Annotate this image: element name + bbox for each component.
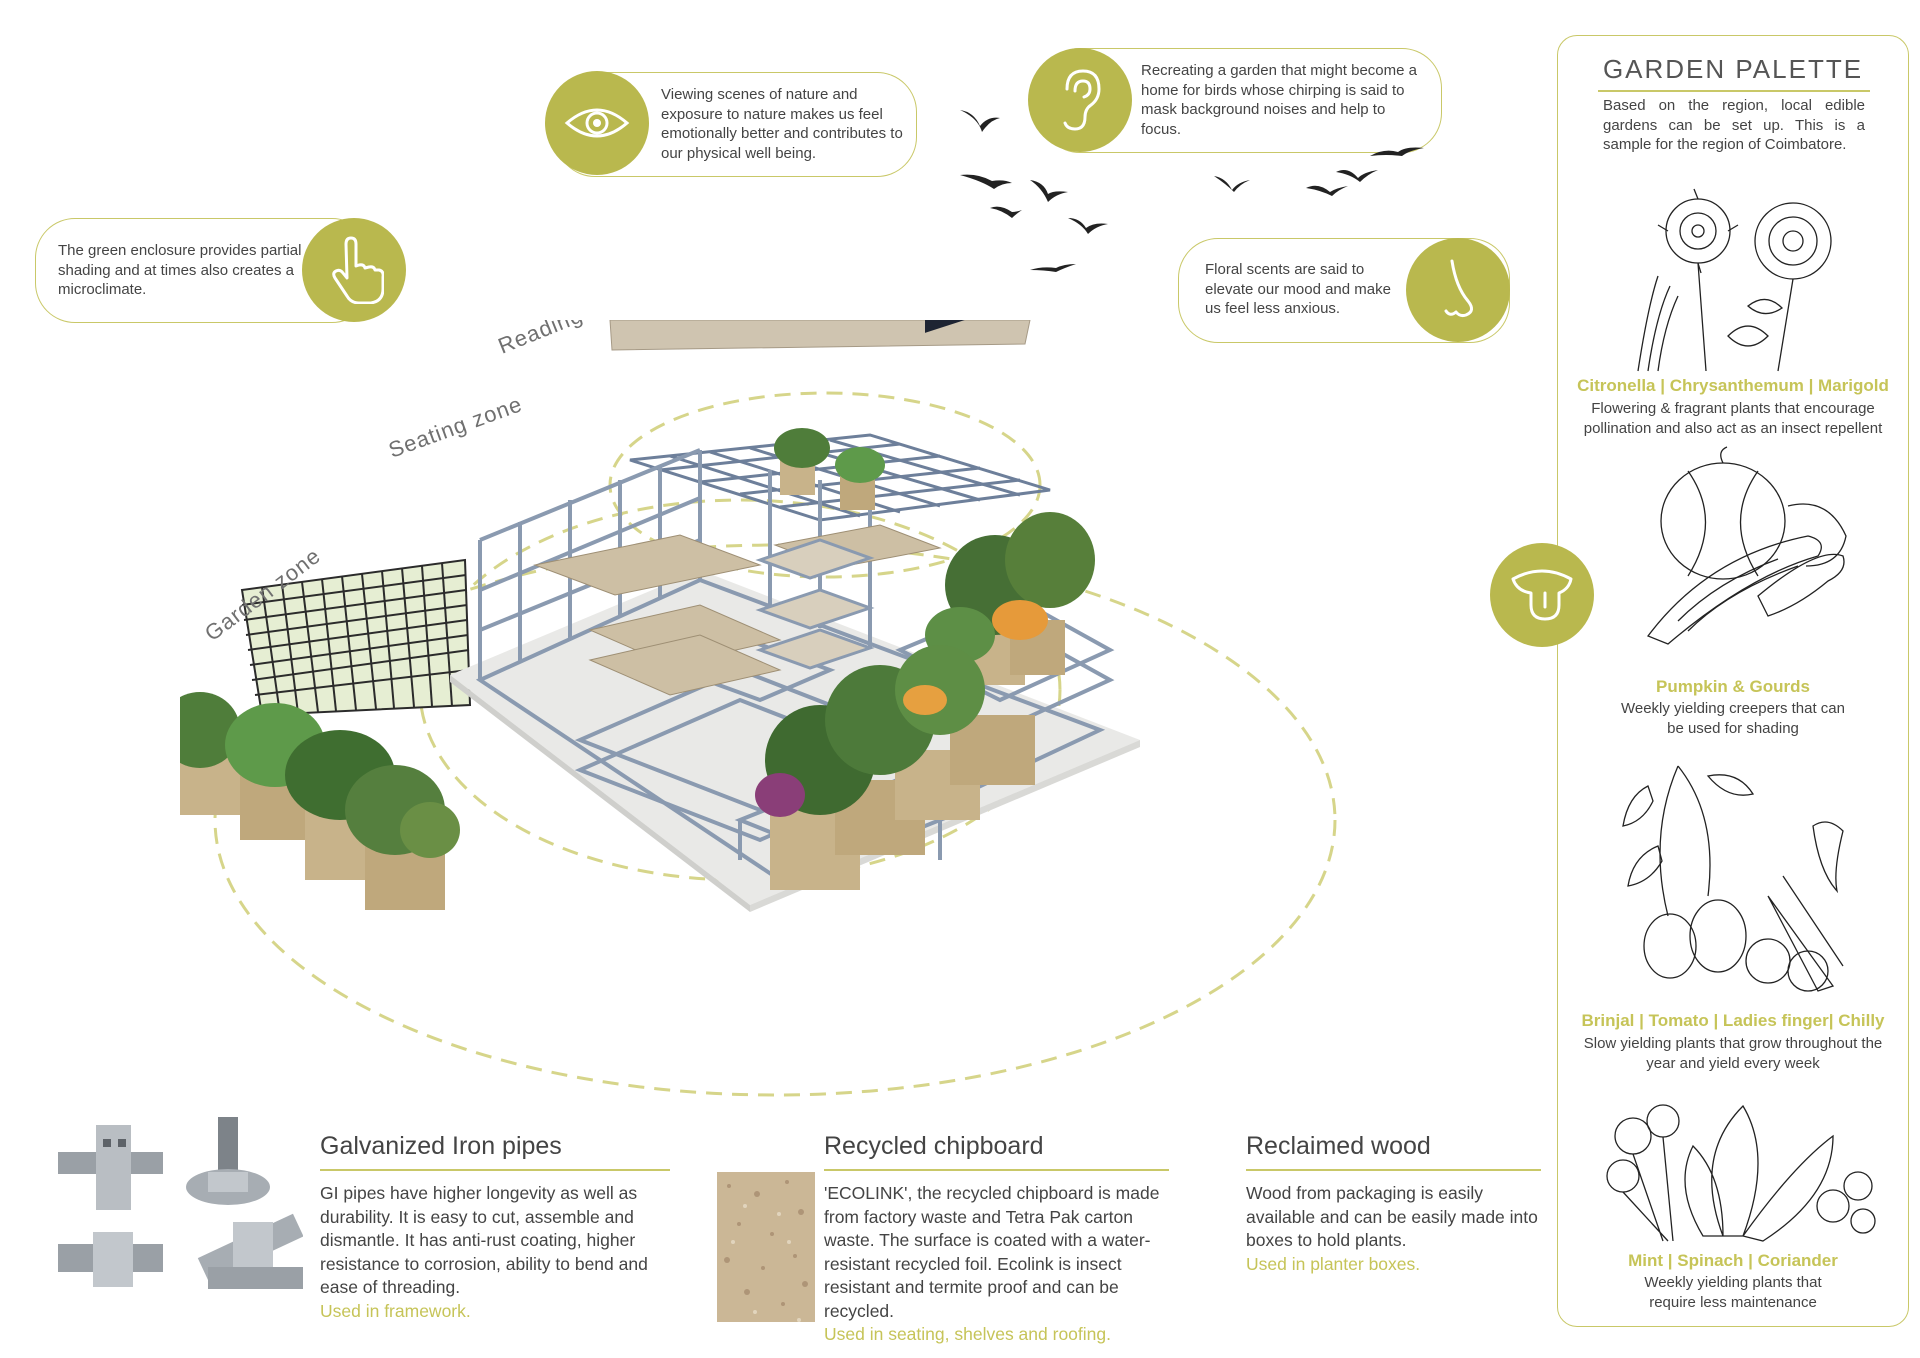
planter-boxes-left [180,692,460,910]
garden-zone-ellipse [213,543,1337,1097]
touch-callout-text: The green enclosure provides partial sha… [58,242,302,298]
material-desc-chipboard: 'ECOLINK', the recycled chipboard is mad… [824,1183,1160,1321]
material-use-chipboard: Used in seating, shelves and roofing. [824,1324,1111,1344]
material-title-reclaimed-wood: Reclaimed wood [1246,1132,1541,1171]
plant-desc-leafy-greens: Weekly yielding plants that require less… [1644,1274,1822,1311]
palette-intro: Based on the region, local edible garden… [1603,97,1865,153]
palette-title: GARDEN PALETTE [1602,54,1864,84]
bird-icon [990,206,1022,218]
pumpkin-gourds-sketch [1646,446,1847,645]
seating-benches [533,524,942,696]
sight-callout-text: Viewing scenes of nature and exposure to… [661,86,903,162]
gi-pipe-fittings-photos [58,1117,303,1289]
chipboard-texture-swatch [717,1172,815,1322]
plant-name-flowering: Citronella | Chrysanthemum | Marigold [1577,376,1889,395]
bird-icon [1306,185,1348,196]
bird-icon [1030,180,1068,202]
material-use-reclaimed-wood: Used in planter boxes. [1246,1253,1421,1274]
material-title-chipboard: Recycled chipboard [824,1132,1169,1171]
trellis-mesh [240,558,472,717]
shelving-unit [755,538,875,670]
flowering-plants-sketch [1637,188,1832,372]
palette-title-rule [1598,90,1870,92]
eye-icon [564,108,630,138]
plant-name-pumpkin-gourds: Pumpkin & Gourds [1656,677,1810,696]
taste-sense-circle [1490,543,1594,647]
birds-illustration [960,110,1424,272]
bird-icon [1030,264,1076,272]
roof-panel [609,320,1031,351]
tongue-icon [1511,569,1573,621]
plant-desc-pumpkin-gourds: Weekly yielding creepers that can be use… [1620,700,1845,737]
smell-sense-circle [1406,238,1510,342]
hearing-callout-text: Recreating a garden that might become a … [1141,62,1417,138]
planter-boxes-right [755,512,1095,890]
plant-desc-vegetables: Slow yielding plants that grow throughou… [1583,1035,1883,1072]
material-text-chipboard: 'ECOLINK', the recycled chipboard is mad… [824,1182,1179,1347]
ear-icon [1063,69,1101,131]
material-desc-gi-pipes: GI pipes have higher longevity as well a… [320,1183,648,1297]
seating-zone-label: Seating zone [385,391,526,463]
bird-icon [960,174,1012,189]
material-text-reclaimed-wood: Wood from packaging is easily available … [1246,1182,1546,1276]
leafy-greens-sketch [1606,1104,1876,1242]
bird-icon [960,110,1000,132]
nose-icon [1444,259,1473,318]
bird-icon [1370,147,1424,156]
bird-icon [1214,176,1250,192]
plant-name-vegetables: Brinjal | Tomato | Ladies finger| Chilly [1581,1011,1885,1030]
bird-icon [1068,218,1108,234]
planter-boxes-top [774,428,885,510]
vegetables-sketch [1622,765,1844,992]
plant-desc-flowering: Flowering & fragrant plants that encoura… [1583,400,1883,437]
smell-callout-text: Floral scents are said to elevate our mo… [1205,261,1391,317]
material-title-gi-pipes: Galvanized Iron pipes [320,1132,670,1171]
hand-touch-icon [332,236,384,304]
material-desc-reclaimed-wood: Wood from packaging is easily available … [1246,1183,1538,1250]
sight-sense-circle [545,71,649,175]
bird-icon [1336,170,1378,182]
material-text-gi-pipes: GI pipes have higher longevity as well a… [320,1182,680,1323]
material-use-gi-pipes: Used in framework. [320,1300,471,1321]
plant-name-leafy-greens: Mint | Spinach | Coriander [1628,1251,1838,1270]
touch-sense-circle [302,218,406,322]
kiosk-exploded-illustration: Reading zone Seating zone Garden zone [180,320,1337,1097]
hearing-sense-circle [1028,48,1132,152]
garden-palette-panel: GARDEN PALETTE Based on the region, loca… [1557,35,1909,1327]
